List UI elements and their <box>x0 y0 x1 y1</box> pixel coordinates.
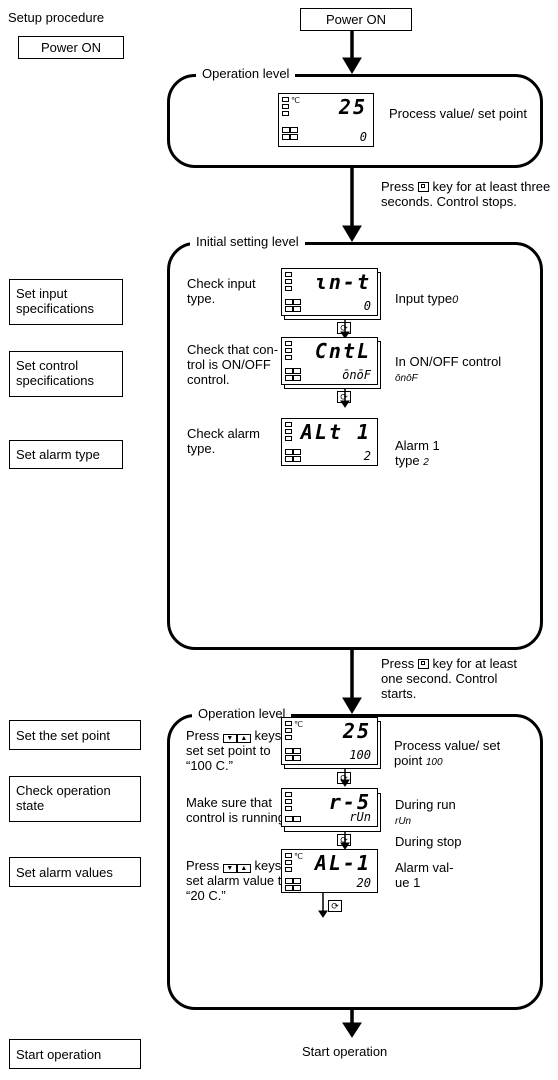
operation-level-2 <box>167 714 543 1010</box>
level-key-icon: ⟳ <box>337 322 351 334</box>
flow-power-on: Power ON <box>300 8 412 31</box>
alarm-type-desc: Alarm 1 type 2 <box>395 438 440 468</box>
lcd-display-1: ℃ 25 0 <box>278 93 374 147</box>
lcd-run-state: r-5 rUn <box>281 788 378 827</box>
control-desc: In ON/OFF control ōnōF <box>395 354 502 384</box>
step-set-set-point: Set the set point <box>9 720 141 750</box>
lcd-1-top-value: 25 <box>338 95 367 119</box>
level-key-icon: ⟳ <box>328 900 342 912</box>
step-set-alarm-type: Set alarm type <box>9 440 123 469</box>
input-type-desc: Input type0 <box>395 291 459 306</box>
level-key-icon: ⟳ <box>337 391 351 403</box>
check-control: Check that con-trol is ON/OFF control. <box>187 342 279 387</box>
operation-level-1 <box>167 74 543 168</box>
operation-level-2-title: Operation level <box>192 706 292 721</box>
set-point-desc: Process value/ set point 100 <box>394 738 501 768</box>
setup-procedure-title: Setup procedure <box>8 10 105 25</box>
down-arrow-key-icon: ▼ <box>222 864 237 873</box>
mode-key-icon <box>417 182 429 192</box>
step-set-input: Set input specifications <box>9 279 123 325</box>
initial-level-title: Initial setting level <box>190 234 305 249</box>
alarm-value-instructions: Press ▼▲ keys to set alarm value to “20 … <box>186 858 296 903</box>
step-set-control: Set control specifications <box>9 351 123 397</box>
alarm-value-desc: Alarm val-ue 1 <box>395 860 454 890</box>
flow-start-operation: Start operation <box>302 1044 388 1059</box>
lcd-set-point: ℃ 25 100 <box>281 717 378 765</box>
arrow-head-4 <box>342 1022 362 1038</box>
up-arrow-key-icon: ▲ <box>236 734 251 743</box>
level-key-icon: ⟳ <box>337 834 351 846</box>
lcd-control: CntL ōnōF <box>281 337 378 385</box>
lcd-alarm-value: ℃ AL-1 20 <box>281 849 378 893</box>
check-running: Make sure that control is running. <box>186 795 289 825</box>
mode-key-icon <box>417 659 429 669</box>
step-start-operation: Start operation <box>9 1039 141 1069</box>
arrow-head-3 <box>342 697 362 714</box>
down-arrow-key-icon: ▼ <box>222 734 237 743</box>
up-arrow-key-icon: ▲ <box>236 864 251 873</box>
lcd-alarm-type: ALt 1 2 <box>281 418 378 466</box>
step-power-on: Power ON <box>18 36 124 59</box>
small-arrow-5 <box>318 910 328 918</box>
lcd-1-bottom-value: 0 <box>359 130 367 144</box>
initial-setting-level <box>167 242 543 650</box>
op-level-1-desc: Process value/ set point <box>389 106 528 121</box>
level-key-icon: ⟳ <box>337 772 351 784</box>
during-stop-label: During stop <box>395 834 462 849</box>
lcd-input-type: ɩn-t 0 <box>281 268 378 316</box>
transition-2-text: Press key for at least one second. Contr… <box>381 656 518 701</box>
operation-level-1-title: Operation level <box>196 66 296 81</box>
arrow-head-1 <box>342 57 362 74</box>
step-check-operation: Check operation state <box>9 776 141 822</box>
arrow-head-2 <box>342 225 362 242</box>
check-input-type: Check input type. <box>187 276 256 306</box>
check-alarm-type: Check alarm type. <box>187 426 260 456</box>
step-set-alarm-values: Set alarm values <box>9 857 141 887</box>
transition-1-text: Press key for at least three seconds. Co… <box>381 179 551 209</box>
small-arrow-4 <box>340 842 350 850</box>
